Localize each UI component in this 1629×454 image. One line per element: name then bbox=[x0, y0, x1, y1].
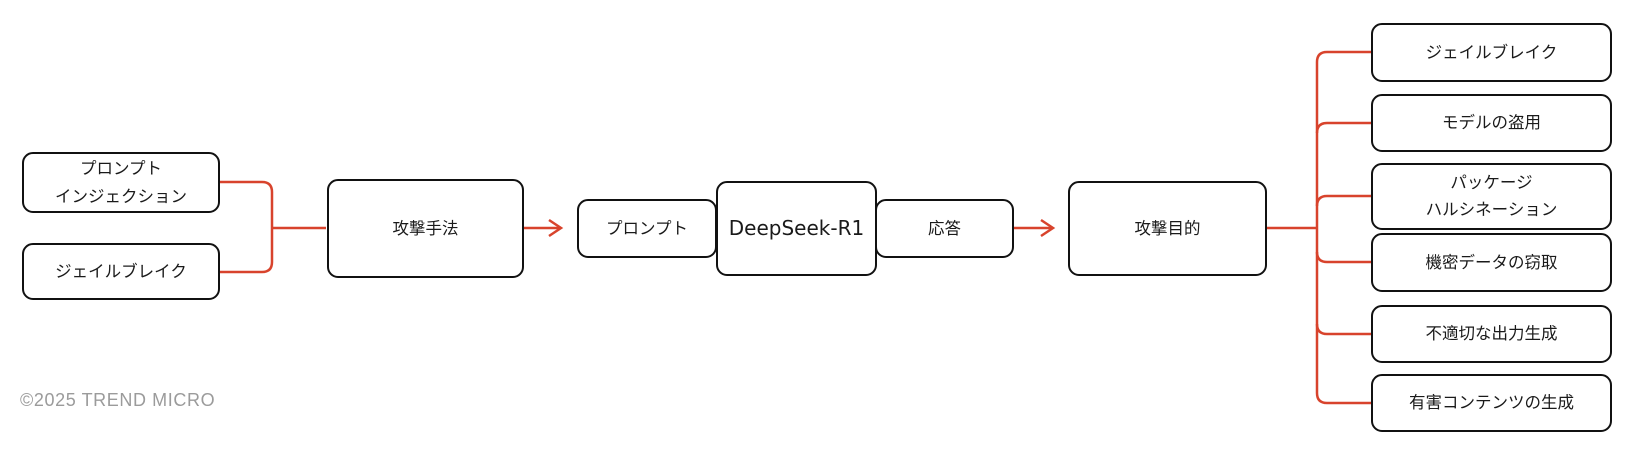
copyright-text: ©2025 TREND MICRO bbox=[20, 390, 216, 410]
arrow-method-to-prompt-head bbox=[548, 218, 564, 238]
node-objective-data-theft: 機密データの窃取 bbox=[1371, 233, 1612, 292]
node-deepseek-r1: DeepSeek-R1 bbox=[716, 181, 877, 276]
connector-branch-2 bbox=[1315, 121, 1371, 134]
connector-branch-3 bbox=[1315, 194, 1371, 207]
node-prompt-injection: プロンプト インジェクション bbox=[22, 152, 220, 213]
connector-left-bracket bbox=[220, 180, 274, 274]
node-attack-goal: 攻撃目的 bbox=[1068, 181, 1267, 276]
node-response: 応答 bbox=[875, 199, 1014, 258]
arrow-response-to-goal-head bbox=[1040, 218, 1056, 238]
node-prompt: プロンプト bbox=[577, 199, 717, 258]
node-objective-model-theft: モデルの盗用 bbox=[1371, 94, 1612, 152]
node-objective-jailbreak: ジェイルブレイク bbox=[1371, 23, 1612, 82]
node-objective-harmful-content: 有害コンテンツの生成 bbox=[1371, 374, 1612, 432]
node-attack-method: 攻撃手法 bbox=[327, 179, 524, 278]
node-objective-package-hallucination: パッケージ ハルシネーション bbox=[1371, 163, 1612, 230]
connector-branch-4 bbox=[1315, 251, 1371, 264]
connector-branch-5 bbox=[1315, 323, 1371, 336]
node-objective-inappropriate-output: 不適切な出力生成 bbox=[1371, 305, 1612, 363]
node-jailbreak-source: ジェイルブレイク bbox=[22, 243, 220, 300]
connector-fan-trunk bbox=[1315, 50, 1328, 405]
